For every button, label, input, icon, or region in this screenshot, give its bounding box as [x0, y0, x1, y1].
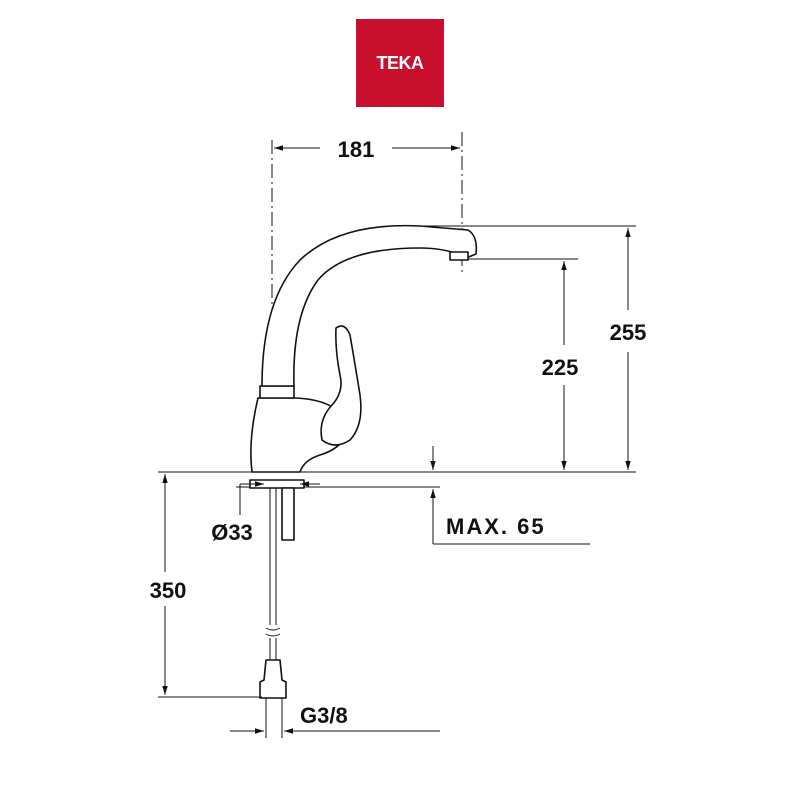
- threaded-stud: [281, 487, 295, 541]
- logo-text: TEKA: [376, 52, 425, 73]
- dim-255-label: 255: [610, 320, 647, 345]
- hose-fitting: [259, 659, 287, 699]
- dim-181-label: 181: [338, 137, 375, 162]
- dim-g38-label: G3/8: [300, 703, 348, 728]
- hose-break: [265, 627, 281, 637]
- spout-collar: [259, 385, 295, 399]
- dim-225-label: 225: [542, 355, 579, 380]
- dim-max-label: MAX. 65: [446, 514, 546, 539]
- aerator: [449, 251, 469, 261]
- lever-handle: [320, 325, 362, 446]
- teka-logo: TEKA: [356, 19, 444, 107]
- dim-33-label: Ø33: [211, 520, 253, 545]
- dim-350-label: 350: [150, 578, 187, 603]
- spout: [261, 224, 478, 387]
